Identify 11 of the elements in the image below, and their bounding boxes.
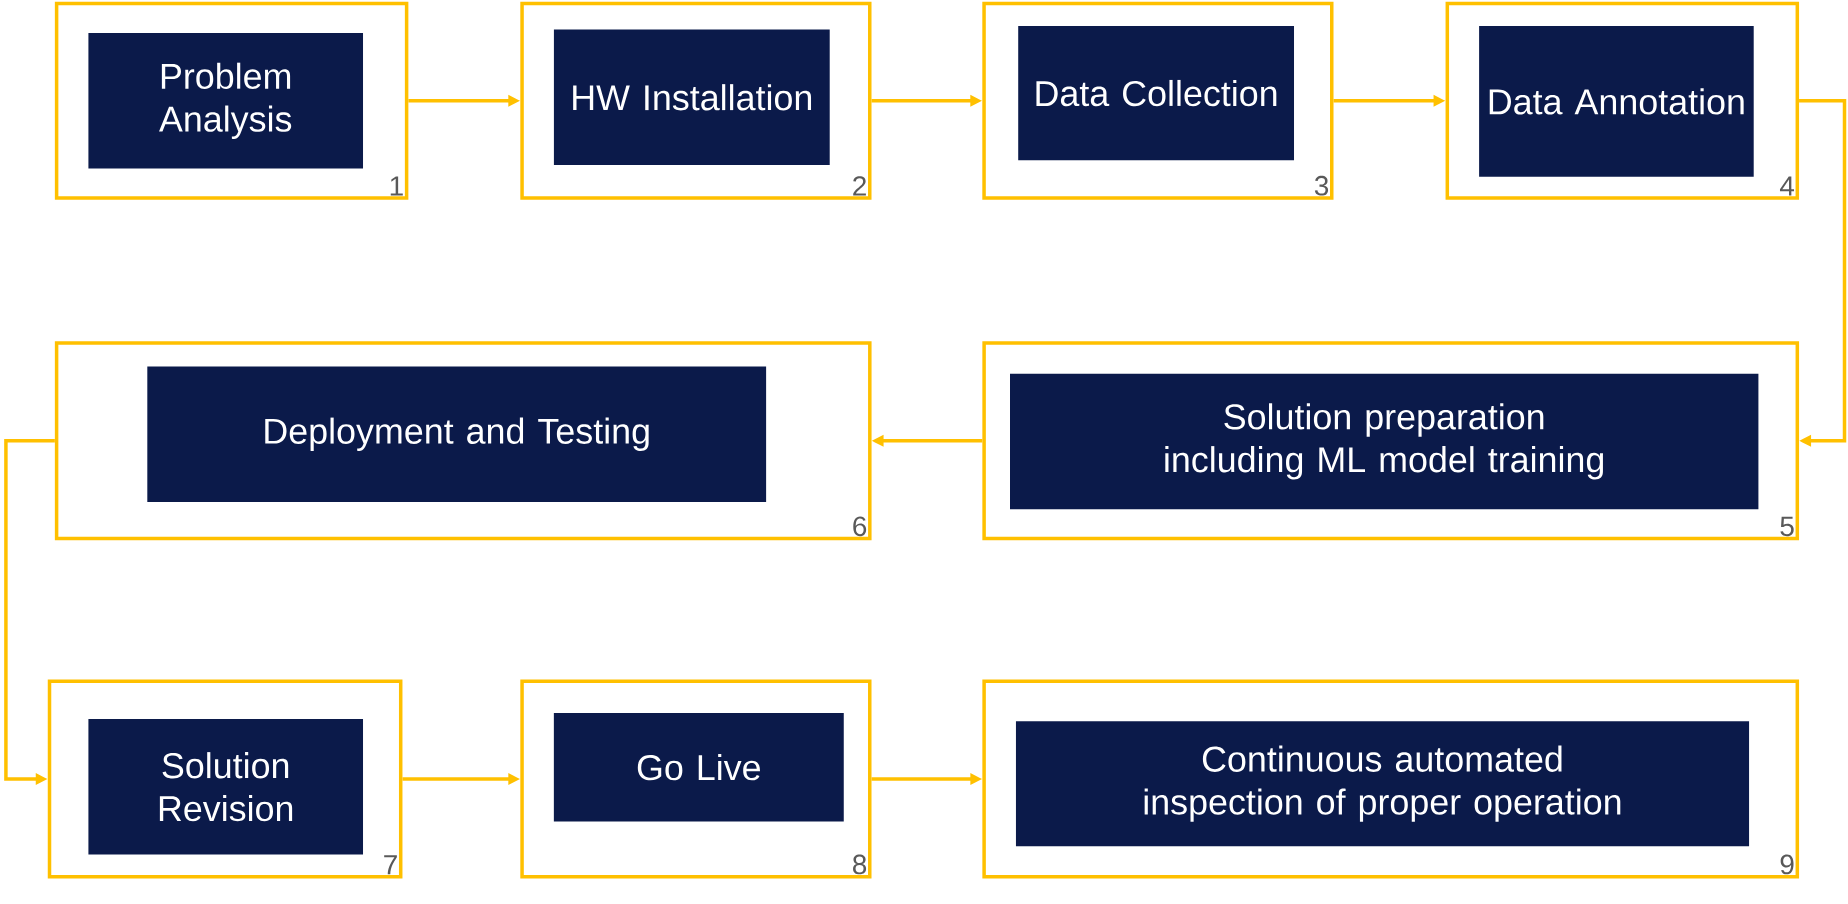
step-box: Continuous automated inspection of proper operation (1015, 721, 1750, 847)
step-box: HW Installation (553, 29, 830, 166)
step-box: Go Live (553, 713, 844, 822)
step-box: Solution preparation including ML model training (1010, 373, 1759, 510)
arrow (1799, 99, 1847, 447)
arrow (4, 439, 55, 785)
step-box: Data Collection (1018, 25, 1294, 161)
step-box: Deployment and Testing (147, 366, 767, 503)
step-box: Data Annotation (1479, 25, 1754, 177)
step-box: Problem Analysis (88, 33, 363, 169)
step-box: Solution Revision (88, 718, 363, 855)
